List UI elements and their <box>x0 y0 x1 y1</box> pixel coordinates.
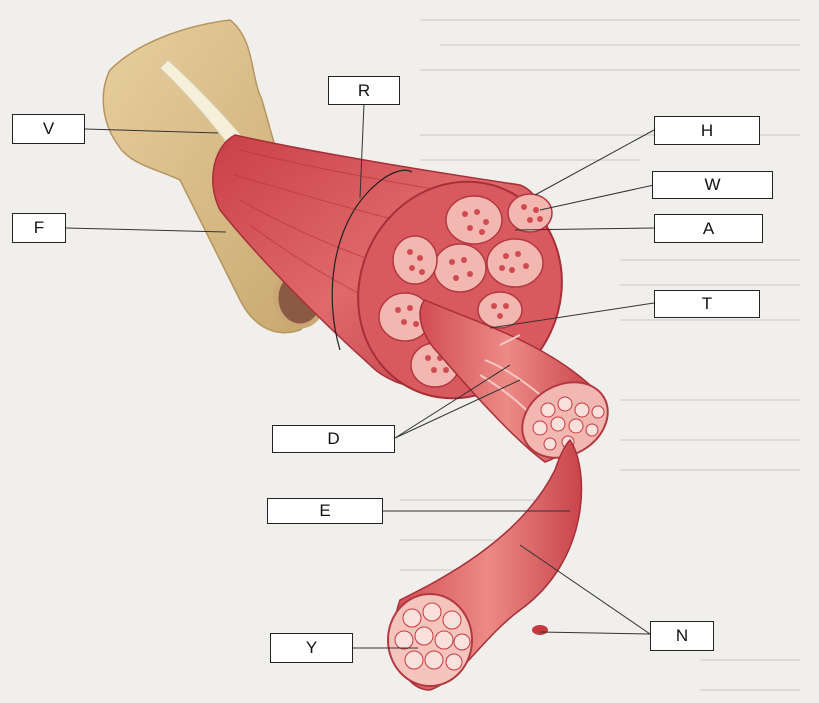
label-box-E[interactable]: E <box>267 498 383 524</box>
leader-N2 <box>539 631 651 635</box>
label-text-E: E <box>319 501 331 520</box>
label-box-V[interactable]: V <box>12 114 85 144</box>
label-text-F: F <box>33 218 45 237</box>
label-box-F[interactable]: F <box>12 213 66 243</box>
label-box-N[interactable]: N <box>650 621 714 651</box>
nucleus <box>532 625 548 635</box>
ring-outline <box>331 169 413 351</box>
label-text-H: H <box>700 120 714 140</box>
leader-A <box>514 227 655 231</box>
label-box-A[interactable]: A <box>654 214 763 243</box>
label-text-N: N <box>675 626 689 645</box>
label-box-T[interactable]: T <box>654 290 760 318</box>
label-box-D[interactable]: D <box>272 425 395 453</box>
label-box-Y[interactable]: Y <box>270 633 353 663</box>
label-text-Y: Y <box>305 638 318 657</box>
label-text-A: A <box>702 218 715 238</box>
label-text-R: R <box>357 80 371 100</box>
fascicle <box>419 299 609 463</box>
leader-N1 <box>519 544 651 635</box>
leader-D2 <box>394 379 521 439</box>
muscle-fiber <box>387 438 583 691</box>
leader-F <box>65 227 227 233</box>
label-box-H[interactable]: H <box>654 116 760 145</box>
leader-H <box>534 129 655 196</box>
label-text-D: D <box>327 429 340 448</box>
label-text-W: W <box>704 175 721 194</box>
leader-W <box>539 184 655 211</box>
label-text-V: V <box>42 119 55 138</box>
label-box-W[interactable]: W <box>652 171 773 199</box>
leader-D1 <box>394 364 511 439</box>
leader-V <box>84 128 219 134</box>
leader-lines <box>65 103 655 649</box>
leader-T <box>489 302 655 329</box>
label-text-T: T <box>701 294 713 313</box>
leader-R <box>359 103 365 199</box>
label-box-R[interactable]: R <box>328 76 400 105</box>
